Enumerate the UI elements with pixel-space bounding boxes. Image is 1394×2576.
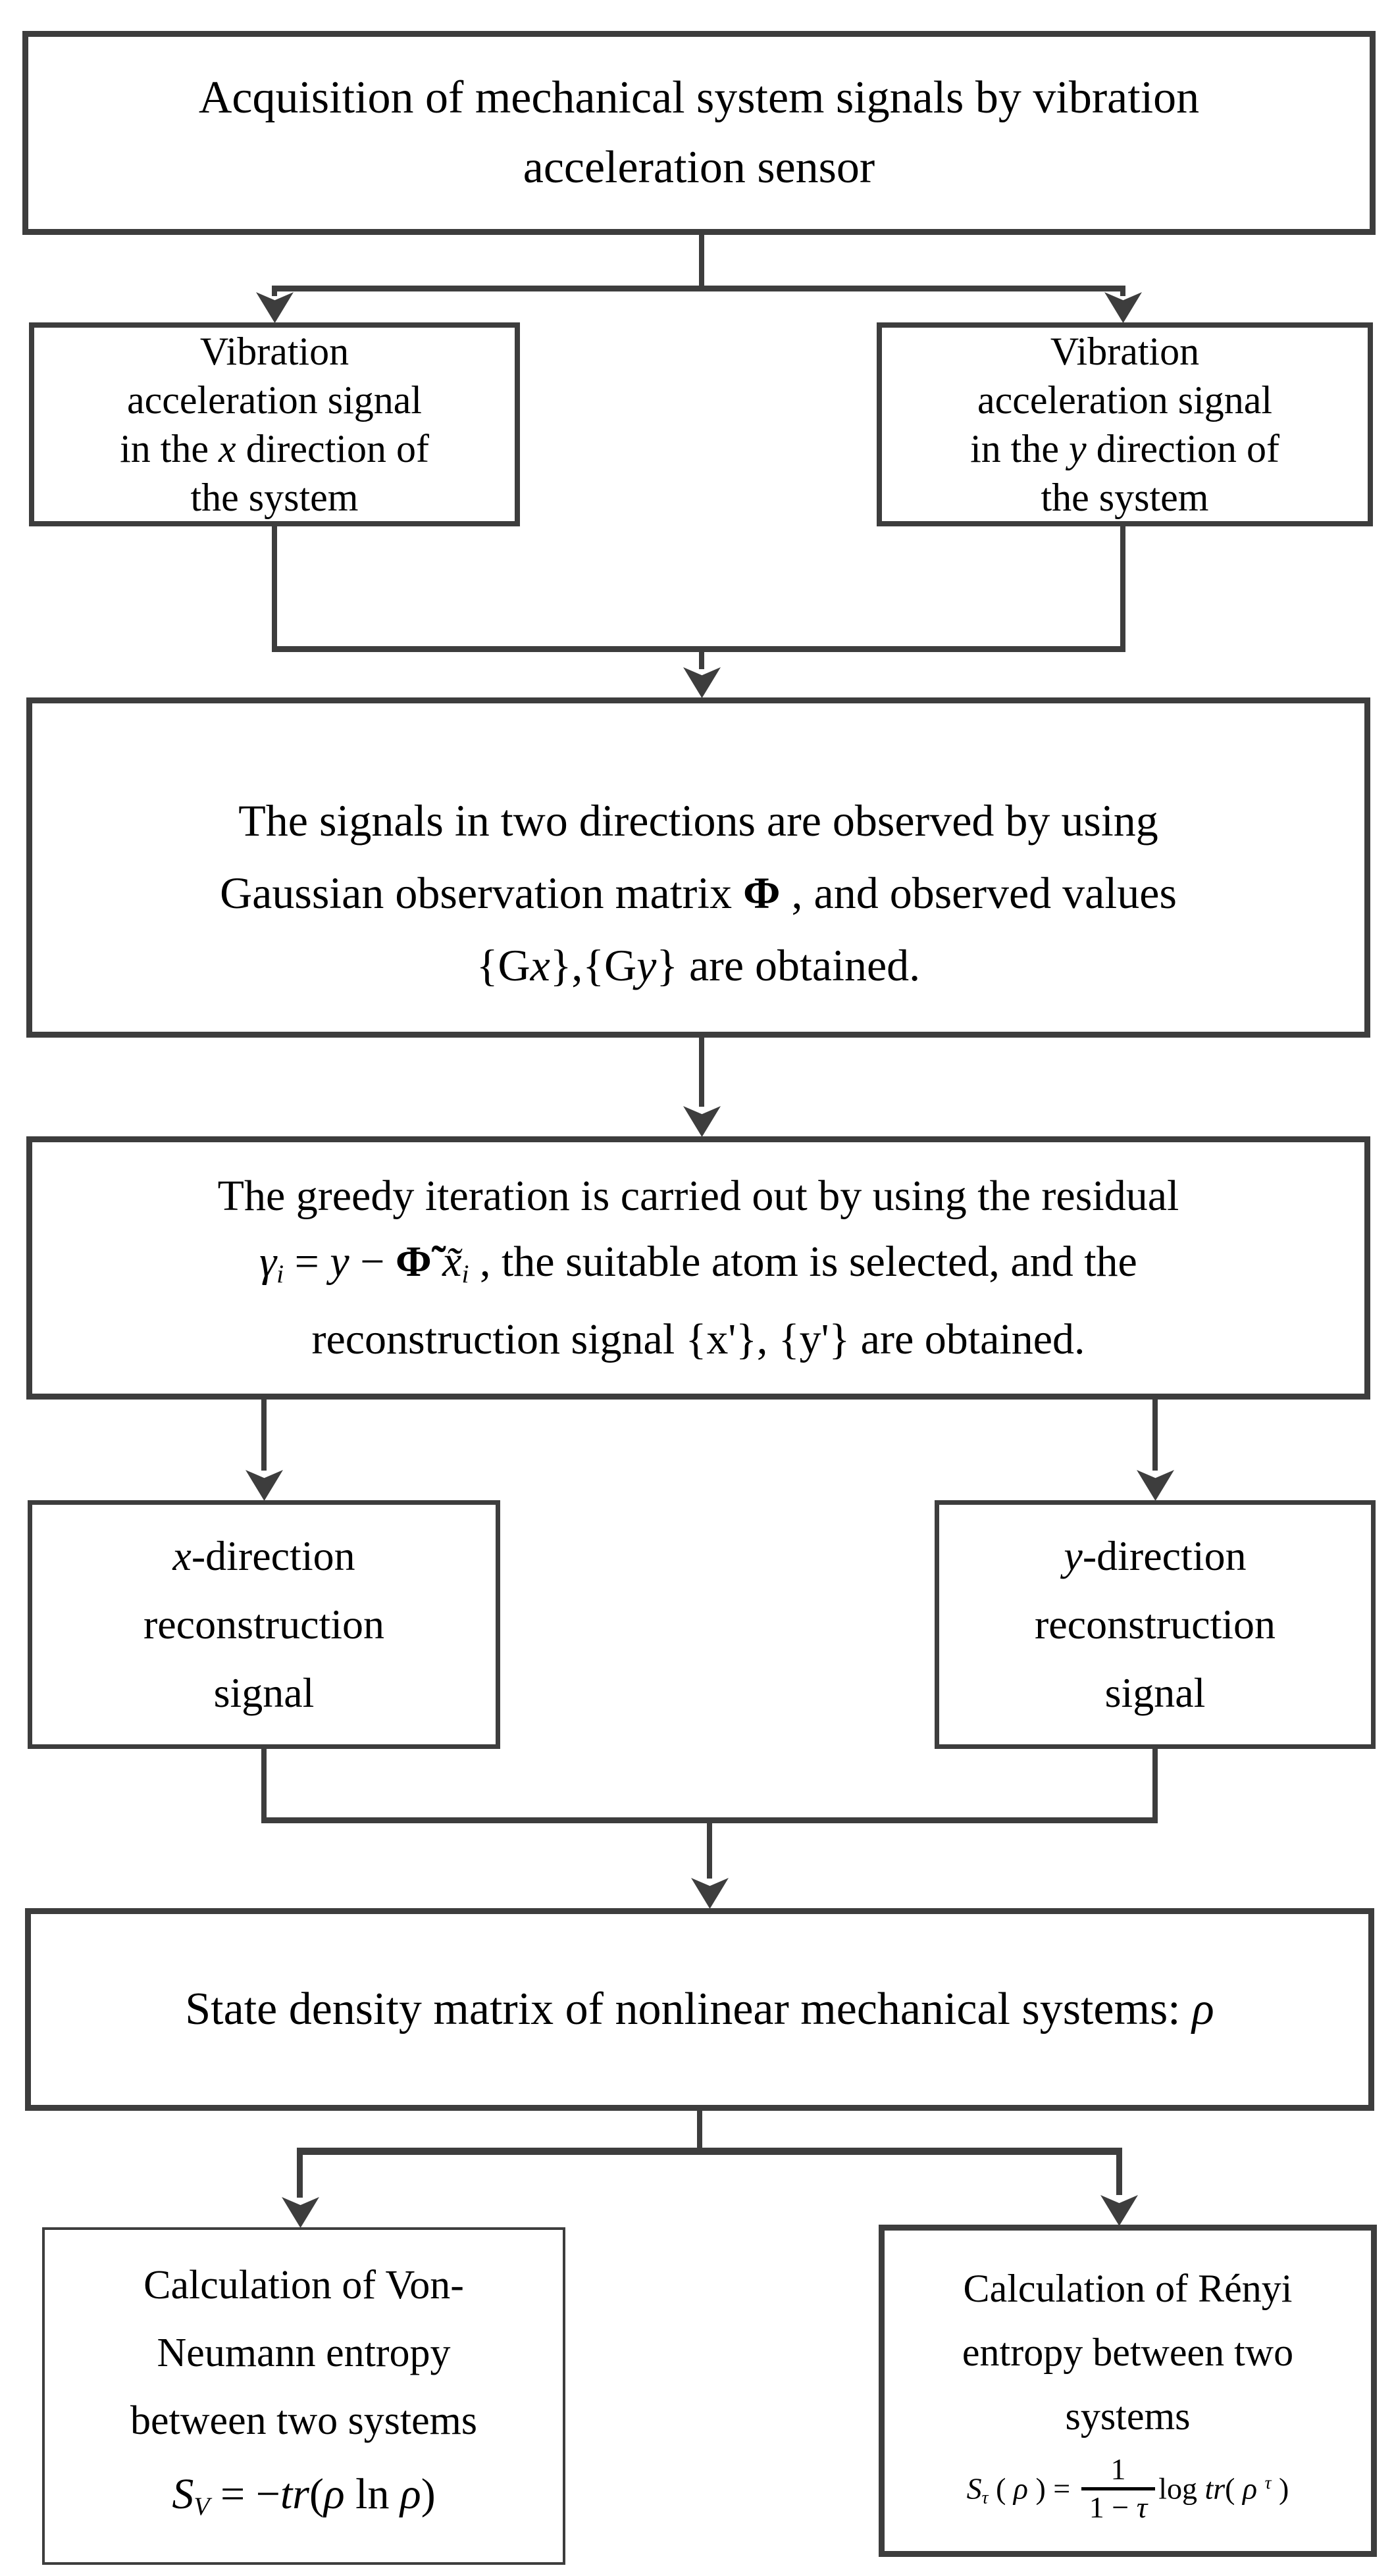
arrow-down-into-reconx-icon: [245, 1470, 283, 1501]
connector-stem-recony: [1152, 1400, 1158, 1471]
text-line: acceleration signal: [977, 378, 1273, 422]
connector-merge-right-stem: [1120, 526, 1125, 651]
connector-stem-von: [297, 2148, 303, 2198]
box-renyi-entropy: Calculation of Rényi entropy between two s…: [879, 2225, 1377, 2557]
connector-stem-acquisition: [699, 235, 704, 291]
text-line: Calculation of Von-: [143, 2263, 464, 2308]
connector-stem-into-observe: [699, 652, 704, 669]
connector-stem-row2-right: [1120, 286, 1125, 296]
text-line: between two systems: [130, 2398, 477, 2444]
connector-split-bottom: [297, 2148, 1122, 2155]
connector-merge-row5: [261, 1817, 1158, 1823]
text-line: systems: [1065, 2394, 1191, 2438]
text-line: reconstruction signal {x'}, {y'} are obt…: [311, 1315, 1085, 1363]
text-line: γi = y − Φ̃ x̃i , the suitable atom is s…: [259, 1238, 1137, 1288]
text-line: Gaussian observation matrix Φ , and obse…: [220, 868, 1177, 918]
arrow-down-into-observe-icon: [683, 667, 721, 698]
box-state-density-matrix: State density matrix of nonlinear mechan…: [25, 1908, 1374, 2111]
box-greedy-iteration: The greedy iteration is carried out by u…: [26, 1136, 1370, 1400]
text-line: State density matrix of nonlinear mechan…: [185, 1984, 1214, 2034]
text-line: signal: [1104, 1669, 1206, 1716]
text-line: the system: [1041, 476, 1209, 519]
box-acquisition: Acquisition of mechanical system signals…: [22, 31, 1376, 235]
connector-split-row2: [272, 286, 1125, 291]
connector-stem-into-density: [707, 1823, 712, 1879]
text-line: acceleration signal: [126, 378, 423, 422]
text-line: The signals in two directions are observ…: [238, 796, 1158, 846]
text-line: Neumann entropy: [157, 2331, 451, 2376]
text-line: Vibration: [1050, 330, 1200, 373]
text-line: in the x direction of: [120, 427, 429, 470]
connector-stem-reconx: [261, 1400, 267, 1471]
text-line: SV = −tr(ρ ln ρ): [172, 2470, 436, 2521]
arrow-down-into-density-icon: [691, 1878, 729, 1909]
box-von-neumann-entropy: Calculation of Von- Neumann entropy betwee…: [42, 2227, 565, 2565]
box-vibration-x: Vibration acceleration signal in the x dir…: [29, 322, 520, 526]
connector-merge2-right-stem: [1152, 1749, 1158, 1823]
connector-merge-left-stem: [272, 526, 277, 651]
box-gaussian-observation: The signals in two directions are observ…: [26, 697, 1370, 1038]
connector-stem-row2-left: [272, 286, 277, 296]
text-line: x-direction: [172, 1532, 355, 1579]
text-line: Vibration: [199, 330, 349, 373]
connector-stem-into-greedy: [699, 1038, 704, 1107]
text-line: {Gx},{Gy} are obtained.: [476, 940, 921, 990]
box-vibration-y: Vibration acceleration signal in the y dir…: [877, 322, 1373, 526]
text-line: acceleration sensor: [523, 142, 875, 193]
text-line: the system: [190, 476, 359, 519]
box-reconstruction-y: y-direction reconstruction signal: [935, 1500, 1376, 1749]
text-line: Acquisition of mechanical system signals…: [198, 72, 1200, 123]
connector-merge2-left-stem: [261, 1749, 267, 1823]
connector-merge-row2: [272, 646, 1125, 652]
text-line: reconstruction: [143, 1601, 385, 1648]
connector-stem-below-density: [697, 2111, 702, 2152]
text-line: entropy between two: [962, 2330, 1294, 2374]
arrow-down-into-von-icon: [282, 2197, 319, 2228]
connector-stem-renyi: [1116, 2148, 1122, 2195]
arrow-down-into-vibx-icon: [256, 292, 294, 323]
arrow-down-into-greedy-icon: [683, 1106, 721, 1137]
text-line: The greedy iteration is carried out by u…: [217, 1172, 1179, 1221]
text-line: Calculation of Rényi: [963, 2266, 1293, 2310]
arrow-down-into-renyi-icon: [1100, 2195, 1138, 2226]
arrow-down-into-recony-icon: [1137, 1470, 1174, 1501]
text-line: in the y direction of: [970, 427, 1279, 470]
text-line: y-direction: [1064, 1532, 1247, 1579]
arrow-down-into-viby-icon: [1104, 292, 1142, 323]
box-reconstruction-x: x-direction reconstruction signal: [28, 1500, 500, 1749]
text-line: signal: [213, 1669, 315, 1716]
text-line: reconstruction: [1034, 1601, 1276, 1648]
